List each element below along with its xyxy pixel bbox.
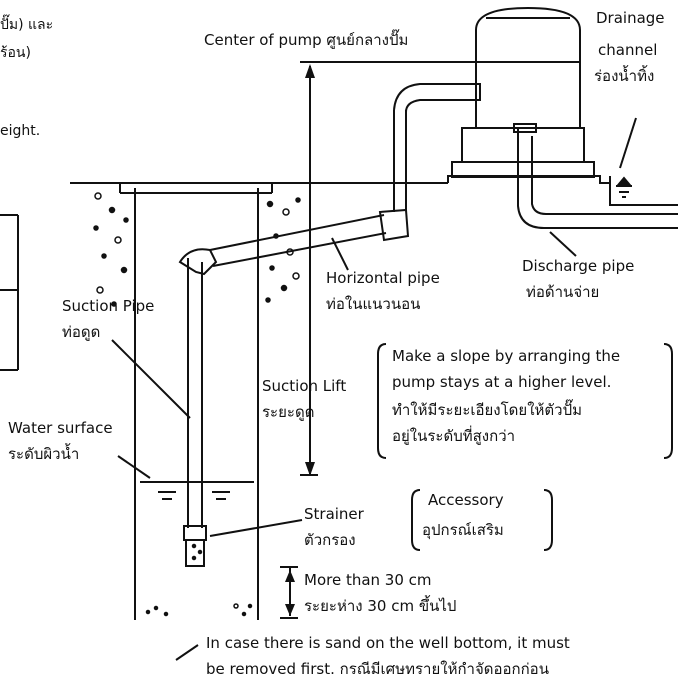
water-surface-label-th: ระดับผิวน้ำ (8, 445, 80, 463)
clearance-arrow-bottom (285, 604, 295, 616)
center-of-pump-label: Center of pump ศูนย์กลางปั๊ม (204, 31, 409, 49)
slope-note-line-1: Make a slope by arranging the (392, 347, 621, 365)
discharge-pipe-leader (549, 231, 577, 257)
clipped-text-1: ปั๊ม) และ (0, 17, 54, 33)
slope-note-line-3: ทำให้มีระยะเอียงโดยให้ตัวปั๊ม (392, 401, 582, 419)
horizontal-pipe-leader (331, 237, 349, 271)
drainage-channel-label-1: Drainage (596, 9, 665, 27)
slope-note-line-2: pump stays at a higher level. (392, 373, 612, 391)
discharge-pipe-outer (517, 128, 678, 229)
suction-lift-label: Suction Lift (262, 377, 347, 395)
horizontal-pipe-top (209, 214, 385, 251)
ground-line (70, 175, 678, 206)
accessory-label-th: อุปกรณ์เสริม (422, 521, 504, 539)
pump-plinth (461, 127, 585, 163)
suction-lift-label-th: ระยะดูด (262, 403, 315, 421)
water-surface-label: Water surface (8, 419, 113, 437)
pump-tank (475, 6, 581, 129)
drainage-leader (619, 117, 637, 169)
clipped-text-2: ร้อน) (0, 45, 31, 61)
suction-lift-arrow-bottom (305, 462, 315, 476)
suction-pipe-label: Suction Pipe (62, 297, 155, 315)
clearance-label-th: ระยะห่าง 30 cm ขึ้นไป (304, 597, 457, 615)
horizontal-pipe-label: Horizontal pipe (326, 269, 440, 287)
water-symbols (158, 176, 632, 500)
suction-pipe-leader (111, 339, 191, 419)
slope-note-line-4: อยู่ในระดับที่สูงกว่า (392, 427, 516, 445)
sand-note-line-2: be removed first. กรณีมีเศษทรายให้กำจัดอ… (206, 660, 549, 678)
strainer-leader (209, 519, 303, 537)
slope-bracket-left (377, 343, 387, 459)
strainer-body (185, 539, 205, 567)
strainer-label-th: ตัวกรอง (304, 531, 356, 549)
accessory-label: Accessory (428, 491, 504, 509)
sand-note-leader (175, 644, 199, 661)
clearance-label: More than 30 cm (304, 571, 432, 589)
suction-elbow (178, 248, 218, 276)
discharge-pipe-label: Discharge pipe (522, 257, 635, 275)
discharge-pipe-cap (513, 123, 537, 133)
accessory-bracket-left (411, 489, 421, 551)
strainer-label: Strainer (304, 505, 364, 523)
suction-lift-arrow-top (305, 64, 315, 78)
clipped-text-3: eight. (0, 123, 41, 139)
soil-marks (93, 192, 301, 617)
horizontal-pipe-label-th: ท่อในแนวนอน (326, 295, 421, 313)
strainer-top (183, 525, 207, 541)
clearance-arrow-top (285, 570, 295, 582)
rising-pipe-elbow (393, 83, 481, 113)
suction-pipe-label-th: ท่อดูด (62, 323, 101, 341)
discharge-pipe-label-th: ท่อด้านจ่าย (526, 283, 600, 301)
water-surface-leader (117, 455, 151, 479)
drainage-channel-label-th: ร่องน้ำทิ้ง (594, 67, 655, 85)
horizontal-pipe-bottom (212, 232, 387, 267)
discharge-pipe-inner (531, 136, 678, 215)
drainage-channel-label-2: channel (598, 41, 658, 59)
slope-bracket-right (663, 343, 673, 459)
sand-note-line-1: In case there is sand on the well bottom… (206, 634, 570, 652)
pump-base (451, 161, 595, 178)
accessory-bracket-right (543, 489, 553, 551)
pipe-joint (378, 208, 410, 242)
